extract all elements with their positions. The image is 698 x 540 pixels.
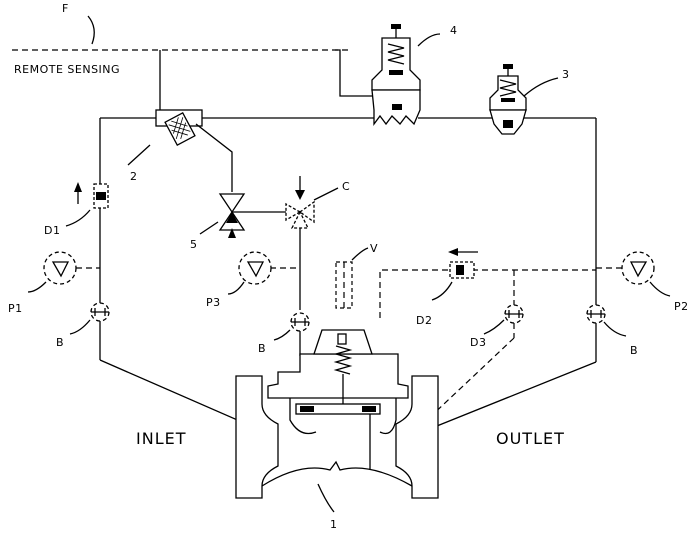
- d3-to-outlet: [409, 337, 515, 437]
- label-B-left: B: [56, 336, 64, 349]
- label-4: 4: [450, 24, 458, 37]
- leader-5: [199, 221, 219, 235]
- pilot-valve-3: [489, 64, 527, 135]
- label-D2: D2: [416, 314, 432, 327]
- leader-D1: [65, 209, 91, 227]
- label-B-mid: B: [258, 342, 266, 355]
- leader-B-left: [69, 319, 91, 335]
- isolation-valve-D3: [504, 304, 524, 324]
- label-P2: P2: [674, 300, 689, 313]
- vent-V: [335, 261, 353, 309]
- label-P3: P3: [206, 296, 221, 309]
- isolation-valve-B-right: [586, 304, 606, 324]
- isolation-valve-B-left: [90, 302, 110, 322]
- leader-D2: [431, 281, 453, 301]
- gauge-P2: [621, 251, 655, 285]
- main-valve-1: [235, 329, 439, 499]
- leader-3: [523, 77, 559, 97]
- label-D1: D1: [44, 224, 60, 237]
- label-5: 5: [190, 238, 198, 251]
- leader-4: [417, 33, 441, 47]
- label-2: 2: [130, 170, 138, 183]
- label-1: 1: [330, 518, 338, 531]
- isolation-valve-B-mid: [290, 312, 310, 332]
- line-to-pilot-4: [335, 49, 375, 97]
- gauge-P3: [238, 251, 272, 285]
- outlet-tap-line: [411, 361, 597, 437]
- strainer-2: [155, 109, 203, 147]
- needle-valve-5: [218, 193, 300, 238]
- label-B-right: B: [630, 344, 638, 357]
- leader-P3: [227, 281, 245, 295]
- gauge-P1: [43, 251, 77, 285]
- leader-1: [317, 483, 335, 513]
- outlet-label: OUTLET: [496, 429, 565, 448]
- leader-B-mid: [273, 329, 291, 341]
- valve-C: [285, 176, 315, 310]
- leader-F: [87, 15, 95, 45]
- remote-sensing-label: REMOTE SENSING: [14, 63, 120, 76]
- label-V: V: [370, 242, 378, 255]
- outlet-sensing-dashed: [379, 269, 596, 318]
- label-F: F: [62, 2, 69, 15]
- label-C: C: [342, 180, 350, 193]
- leader-C: [313, 187, 339, 201]
- leader-D3: [483, 319, 505, 335]
- pilot-valve-4: [371, 24, 421, 126]
- leader-2: [127, 144, 151, 166]
- leader-V: [351, 247, 369, 261]
- label-P1: P1: [8, 302, 23, 315]
- line-strainer-to-5: [195, 123, 233, 192]
- leader-B-right: [603, 321, 627, 337]
- label-3: 3: [562, 68, 570, 81]
- leader-P2: [649, 281, 671, 297]
- inlet-label: INLET: [136, 429, 186, 448]
- check-valve-D2: [448, 248, 478, 279]
- check-valve-D1: [74, 182, 109, 209]
- leader-P1: [27, 281, 47, 293]
- label-D3: D3: [470, 336, 486, 349]
